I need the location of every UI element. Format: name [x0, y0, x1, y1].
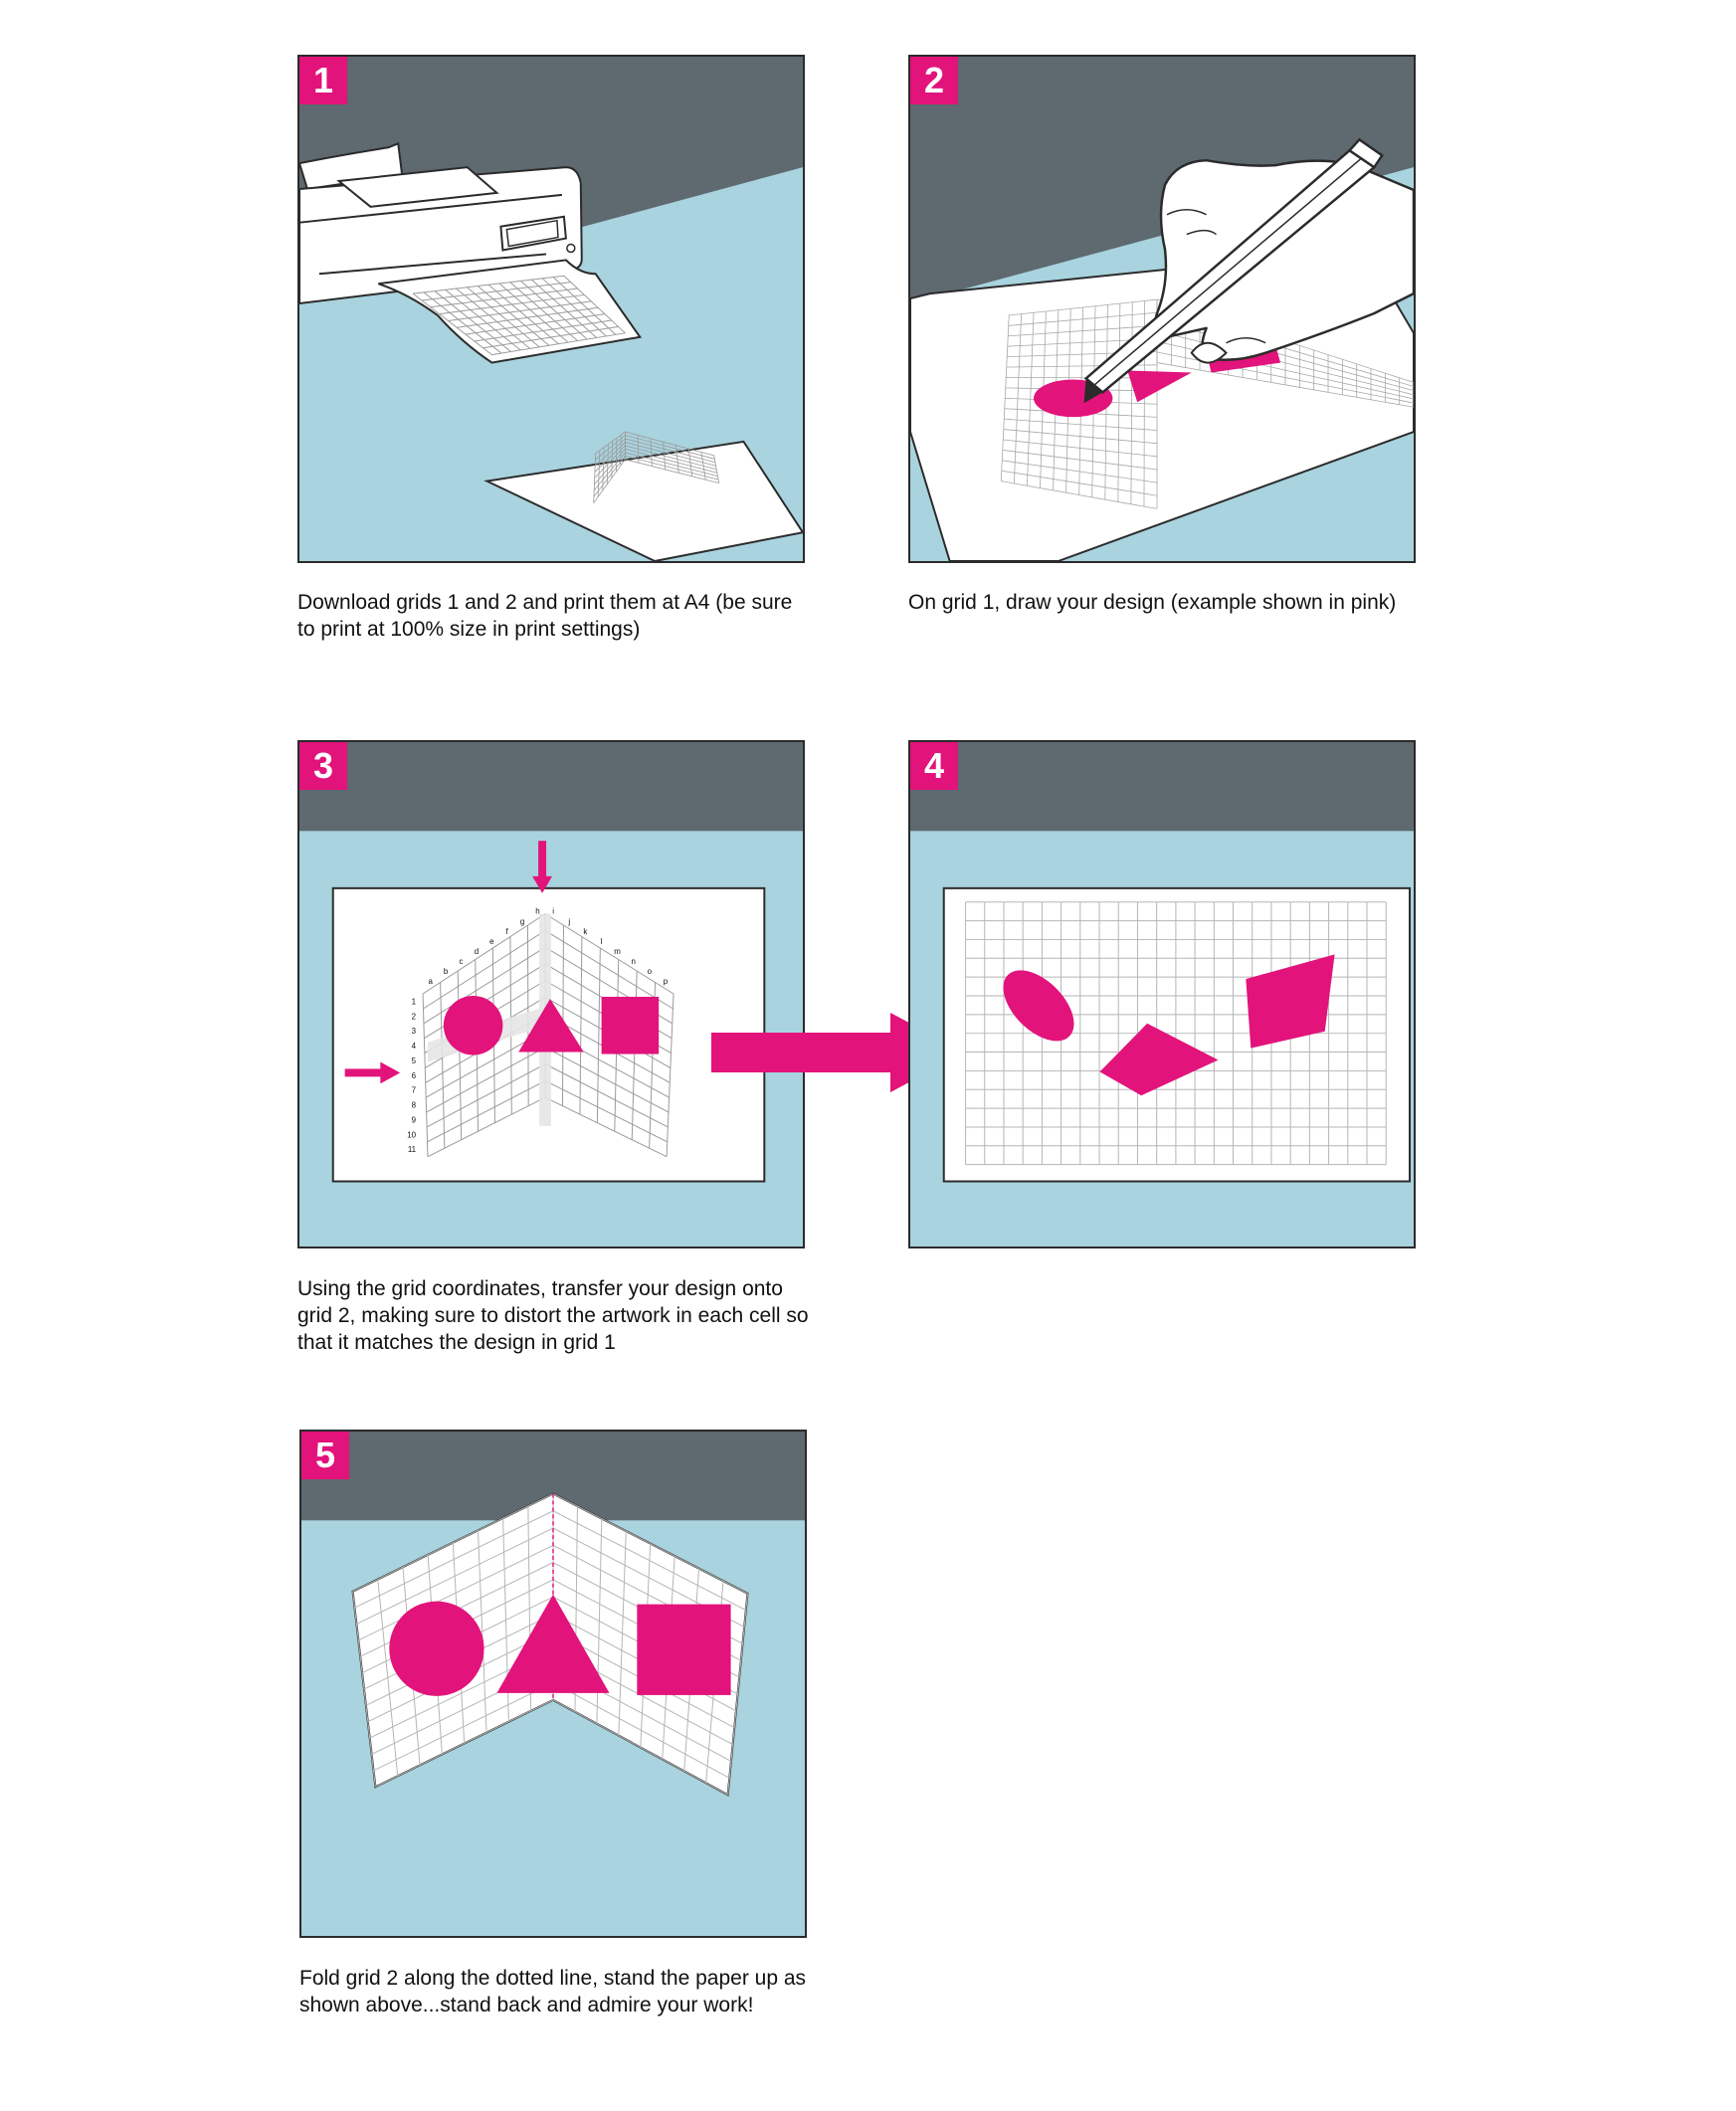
step-3-illustration: a b c d e f g h i j k l m n o p 1 2 3 4 5 6 7 8 9 10 11: [299, 742, 803, 1183]
column-letter: l: [601, 937, 603, 946]
row-number: 4: [412, 1042, 417, 1051]
pink-diamond: [1099, 1023, 1219, 1096]
row-number: 8: [412, 1101, 417, 1110]
step-5-panel: 5: [299, 1430, 807, 1938]
pink-circle: [443, 995, 503, 1056]
step-4-illustration: [910, 742, 1414, 1183]
step-5-caption: Fold grid 2 along the dotted line, stand…: [299, 1967, 807, 2016]
row-number: 7: [412, 1086, 416, 1095]
pink-parallelogram: [1246, 954, 1335, 1049]
column-letter: n: [632, 957, 636, 966]
mini-grid: [593, 431, 720, 503]
pink-square: [601, 996, 660, 1055]
step-2-badge: 2: [910, 57, 958, 104]
step-2-caption: On grid 1, draw your design (example sho…: [908, 591, 1397, 614]
column-letter: c: [460, 957, 464, 966]
column-letter: d: [475, 947, 479, 956]
column-letter: a: [429, 977, 434, 986]
step-5-badge: 5: [301, 1432, 349, 1479]
pink-square: [637, 1604, 731, 1695]
pink-circle: [389, 1601, 484, 1696]
column-letter: b: [444, 967, 449, 976]
arrow-icon: [344, 1061, 401, 1084]
row-number: 3: [412, 1027, 417, 1036]
step-1-caption: Download grids 1 and 2 and print them at…: [297, 591, 793, 641]
row-number: 1: [412, 997, 417, 1006]
pink-triangle: [518, 998, 584, 1053]
column-letter: f: [506, 927, 509, 936]
step-2-illustration: [910, 57, 1414, 561]
step-5-illustration: [301, 1432, 805, 1797]
step-3-caption: Using the grid coordinates, transfer you…: [297, 1277, 809, 1354]
arrow-icon: [532, 841, 552, 893]
pink-triangle: [496, 1594, 610, 1693]
step-1-panel: 1: [297, 55, 805, 563]
column-letter: i: [552, 907, 554, 916]
column-letter: j: [567, 917, 570, 926]
hand-icon: [1154, 158, 1414, 361]
printed-grid: [412, 275, 626, 356]
step-3-badge: 3: [299, 742, 347, 790]
pencil-icon: [1083, 137, 1384, 404]
step-1-illustration: [299, 57, 803, 561]
step-4-badge: 4: [910, 742, 958, 790]
column-letter: k: [583, 927, 587, 936]
pink-triangle: [1127, 370, 1192, 403]
row-number: 10: [407, 1130, 416, 1139]
step-4-panel: 4: [908, 740, 1416, 1248]
step-2-panel: 2: [908, 55, 1416, 563]
column-letter: e: [489, 937, 494, 946]
row-number: 6: [412, 1071, 417, 1080]
row-number: 9: [412, 1115, 417, 1124]
step-1-badge: 1: [299, 57, 347, 104]
row-number: 2: [412, 1012, 416, 1021]
column-letter: p: [664, 977, 669, 986]
pink-ellipse: [1003, 970, 1074, 1042]
column-letter: g: [520, 917, 524, 926]
column-letter: m: [614, 947, 621, 956]
column-letter: o: [648, 967, 653, 976]
row-numbers: 1 2 3 4 5 6 7 8 9 10 11: [407, 997, 416, 1154]
row-number: 11: [408, 1145, 417, 1154]
step-3-panel: 3 a b c d e f g h i j k l m n o p 1 2 3 4 5 6 7 8 9 10 11: [297, 740, 805, 1248]
row-number: 5: [412, 1056, 417, 1065]
column-letter: h: [535, 907, 539, 916]
column-letters: a b c d e f g h i j k l m n o p: [429, 907, 669, 986]
